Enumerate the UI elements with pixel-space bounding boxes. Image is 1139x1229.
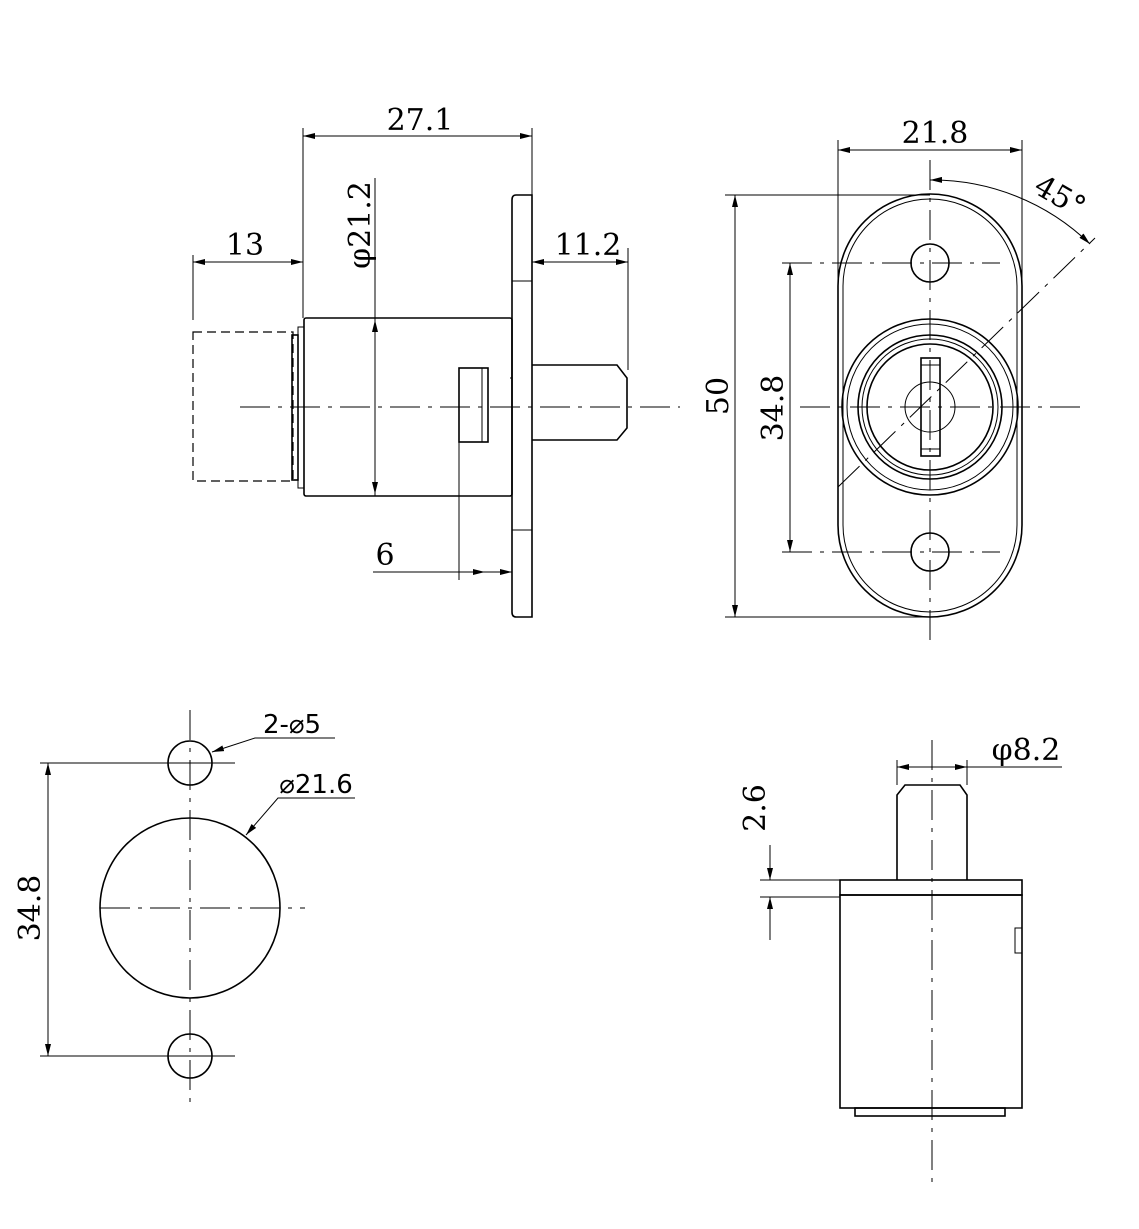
dim-flange-thickness: 2.6 bbox=[738, 784, 773, 832]
dim-holes: 2-⌀5 bbox=[263, 710, 321, 740]
rear-view: φ8.2 2.6 bbox=[738, 733, 1062, 1190]
dim-cutout-hole-spacing: 34.8 bbox=[13, 875, 48, 942]
side-view: 27.1 13 11.2 φ21.2 6 bbox=[192, 103, 680, 618]
dim-cylinder-extension: 13 bbox=[226, 228, 264, 263]
dim-angle: 45° bbox=[1028, 168, 1092, 225]
dim-overall-length: 27.1 bbox=[387, 103, 454, 138]
dim-pin-length: 11.2 bbox=[555, 228, 622, 263]
dim-cylinder-diameter: φ21.2 bbox=[343, 181, 378, 269]
dim-bore: ⌀21.6 bbox=[279, 770, 353, 800]
dim-hole-spacing: 34.8 bbox=[756, 375, 791, 442]
bore-circle bbox=[99, 817, 281, 999]
dim-pin-diameter: φ8.2 bbox=[992, 733, 1061, 768]
dim-width: 21.8 bbox=[902, 116, 969, 151]
cutout-view: 34.8 2-⌀5 ⌀21.6 bbox=[13, 710, 355, 1110]
mount-hole bbox=[910, 532, 950, 572]
mount-hole bbox=[910, 243, 950, 283]
front-view: 21.8 50 34.8 45° bbox=[701, 116, 1096, 640]
dim-slot-offset: 6 bbox=[375, 538, 394, 573]
dim-height: 50 bbox=[701, 377, 736, 415]
